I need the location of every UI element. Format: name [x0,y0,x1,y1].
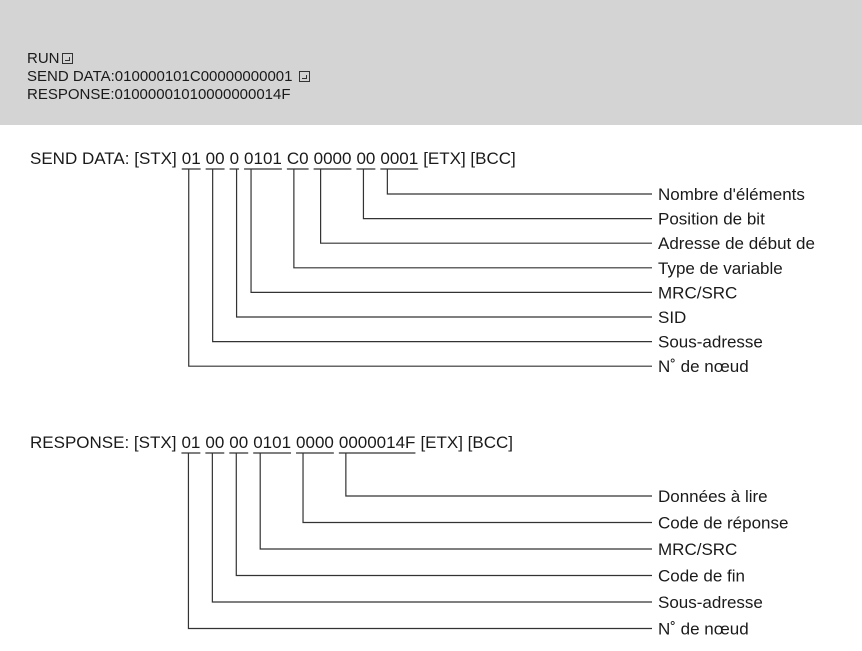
response-field-3: 0101 [253,433,291,452]
response-frame-prefix: RESPONSE: [STX] [30,433,176,452]
send-frame-prefix: SEND DATA: [STX] [30,149,177,168]
response-field-label-3: MRC/SRC [658,540,737,559]
console-output-panel: RUN SEND DATA:010000101C00000000001 RESP… [0,0,862,125]
send-leader-line-7 [386,169,652,195]
response-field-label-1: Sous-adresse [658,593,763,612]
response-field-label-0: N˚ de nœud [658,620,749,639]
console-line-run: RUN [27,50,73,68]
response-leader-line-3 [259,453,652,550]
send-leader-line-3 [250,169,652,293]
send-leader-line-0 [188,169,652,367]
response-leader-line-2 [235,453,652,577]
send-frame-suffix: [ETX] [BCC] [423,149,516,168]
enter-key-icon [61,53,73,64]
send-field-3: 0101 [244,149,282,168]
response-field-5: 0000014F [339,433,416,452]
response-field-label-4: Code de réponse [658,514,788,533]
send-leader-line-1 [212,169,652,343]
send-leader-line-5 [320,169,652,244]
response-frame-suffix: [ETX] [BCC] [420,433,513,452]
send-field-label-6: Position de bit [658,210,765,229]
enter-key-icon [298,71,310,82]
response-leader-line-0 [187,453,652,630]
send-field-0: 01 [182,149,201,168]
send-leader-line-2 [235,169,652,318]
send-field-2: 0 [230,149,239,168]
response-field-2: 00 [229,433,248,452]
send-field-label-3: MRC/SRC [658,283,737,302]
send-field-label-1: Sous-adresse [658,333,763,352]
send-leader-line-4 [293,169,652,269]
response-leader-line-1 [211,453,652,603]
response-field-4: 0000 [296,433,334,452]
send-field-label-7: Nombre d'éléments [658,185,805,204]
send-field-4: C0 [287,149,309,168]
response-leader-line-4 [302,453,652,524]
response-field-label-2: Code de fin [658,567,745,586]
send-field-label-5: Adresse de début de [658,234,815,253]
response-field-1: 00 [205,433,224,452]
send-field-5: 0000 [314,149,352,168]
send-field-label-0: N˚ de nœud [658,357,749,376]
send-field-label-2: SID [658,308,686,327]
send-field-7: 0001 [380,149,418,168]
response-field-0: 01 [181,433,200,452]
send-leader-line-6 [362,169,652,220]
console-line-response: RESPONSE:01000001010000000014F [27,86,291,103]
send-field-label-4: Type de variable [658,259,783,278]
send-field-1: 00 [206,149,225,168]
console-line-send: SEND DATA:010000101C00000000001 [27,68,310,86]
send-field-6: 00 [356,149,375,168]
response-field-label-5: Données à lire [658,487,768,506]
response-leader-line-5 [345,453,652,497]
